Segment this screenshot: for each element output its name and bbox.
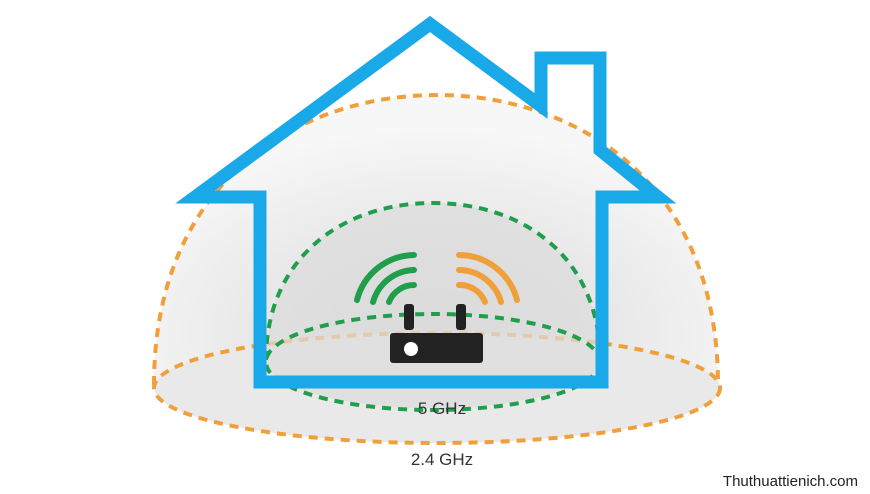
watermark: Thuthuattienich.com xyxy=(723,473,858,490)
label-24ghz: 2.4 GHz xyxy=(411,450,473,469)
wifi-signal-orange-icon xyxy=(456,252,520,305)
router-icon xyxy=(390,304,483,363)
house-outline xyxy=(175,15,677,389)
wifi-signal-green-icon xyxy=(354,252,417,305)
label-5ghz: 5 GHz xyxy=(418,399,466,418)
